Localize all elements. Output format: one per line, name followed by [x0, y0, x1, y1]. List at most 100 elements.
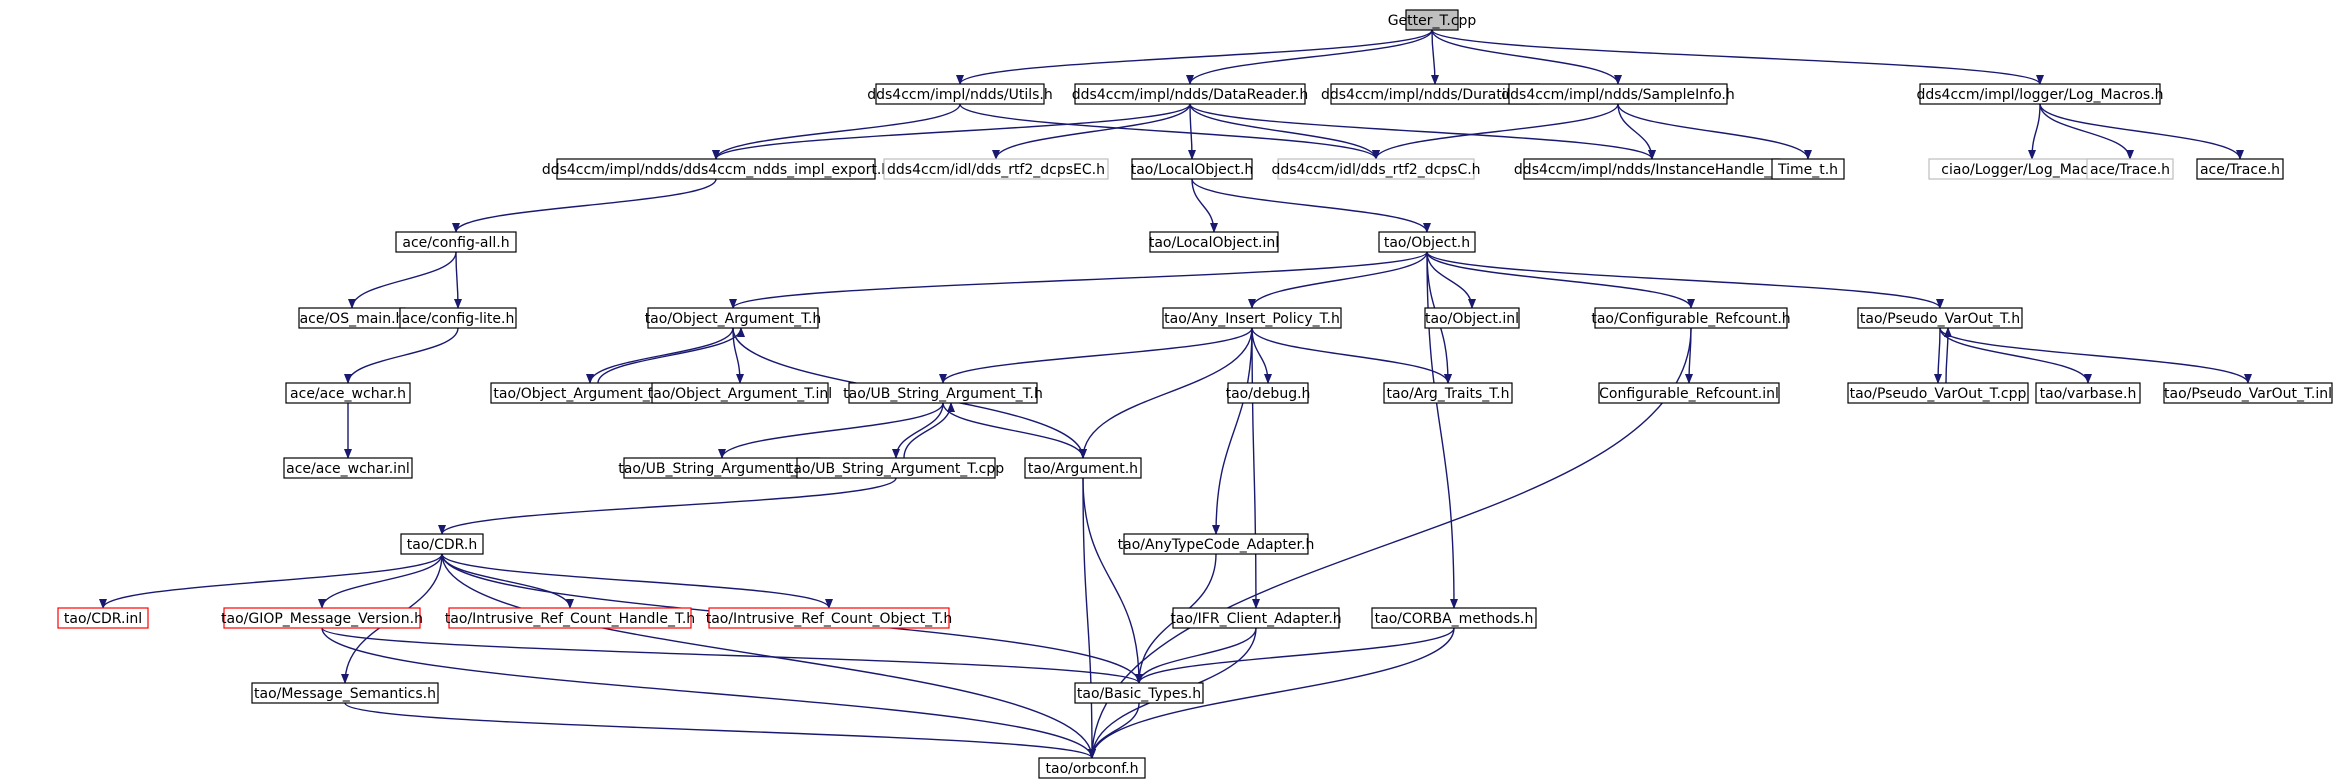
edge-argument_h-to-basic_types_h [1082, 477, 1143, 684]
node-object_argument_t_h[interactable]: tao/Object_Argument_T.h [645, 307, 822, 329]
node-label-ace_wchar_h: ace/ace_wchar.h [290, 386, 406, 402]
edge-message_semantics_h-to-orbconf_h [344, 702, 1096, 759]
node-configurable_refcount_h[interactable]: tao/Configurable_Refcount.h [1591, 307, 1791, 329]
node-label-dcpsc_h: dds4ccm/idl/dds_rtf2_dcpsC.h [1271, 162, 1480, 178]
edge-log_macros_h-to-ace_trace_black [2039, 103, 2244, 160]
node-basic_types_h[interactable]: tao/Basic_Types.h [1074, 682, 1204, 704]
node-varbase_h[interactable]: tao/varbase.h [2035, 382, 2141, 404]
node-box-config_lite_h [399, 307, 517, 329]
node-cdr_inl[interactable]: tao/CDR.inl [57, 607, 149, 629]
node-label-anytypecode_adapter_h: tao/AnyTypeCode_Adapter.h [1118, 537, 1315, 553]
node-box-ub_string_argument_t_h [848, 382, 1038, 404]
node-ub_string_argument_t_inl[interactable]: tao/UB_String_Argument_T.inl [618, 457, 826, 479]
edge-getter_t_cpp-to-utils_h [956, 29, 1433, 85]
edge-cdr_h-to-giop_message_version_h [318, 553, 443, 609]
node-localobject_h[interactable]: tao/LocalObject.h [1131, 158, 1254, 180]
edge-ub_string_argument_t_cpp-to-ub_string_argument_t_h [903, 402, 955, 459]
edge-log_macros_h-to-ciao_log_macros_h [2028, 103, 2041, 160]
node-intrusive_object_t_h[interactable]: tao/Intrusive_Ref_Count_Object_T.h [706, 607, 953, 629]
edge-cdr_h-to-intrusive_handle_t_h [441, 553, 574, 609]
node-label-object_h: tao/Object.h [1384, 235, 1470, 251]
edge-ifr_client_adapter_h-to-basic_types_h [1135, 627, 1257, 684]
node-box-datareader_h [1074, 83, 1306, 105]
node-config_all_h[interactable]: ace/config-all.h [395, 231, 517, 253]
node-label-pseudo_varout_t_h: tao/Pseudo_VarOut_T.h [1860, 311, 2020, 327]
node-box-argument_h [1024, 457, 1142, 479]
node-label-pseudo_varout_t_inl: tao/Pseudo_VarOut_T.inl [2164, 386, 2332, 402]
edge-ub_string_argument_t_h-to-argument_h [942, 402, 1087, 459]
node-box-sampleinfo_h [1508, 83, 1728, 105]
node-object_argument_t_inl[interactable]: tao/Object_Argument_T.inl [648, 382, 832, 404]
node-debug_h[interactable]: tao/debug.h [1226, 382, 1311, 404]
node-sampleinfo_h[interactable]: dds4ccm/impl/ndds/SampleInfo.h [1501, 83, 1735, 105]
edge-getter_t_cpp-to-duration_t_h [1430, 29, 1439, 85]
edge-config_all_h-to-os_main_h [348, 251, 457, 309]
node-ace_trace_gray: ace/Trace.h [2086, 158, 2174, 180]
node-object_h[interactable]: tao/Object.h [1378, 231, 1476, 253]
edge-basic_types_h-to-orbconf_h [1088, 702, 1140, 759]
node-corba_methods_h[interactable]: tao/CORBA_methods.h [1371, 607, 1537, 629]
node-getter_t_cpp[interactable]: Getter_T.cpp [1388, 9, 1477, 31]
edge-any_insert_policy_t_h-to-ifr_client_adapter_h [1251, 327, 1260, 609]
node-pseudo_varout_t_h[interactable]: tao/Pseudo_VarOut_T.h [1857, 307, 2023, 329]
node-cdr_h[interactable]: tao/CDR.h [400, 533, 484, 555]
node-box-basic_types_h [1074, 682, 1204, 704]
node-dcpsc_h: dds4ccm/idl/dds_rtf2_dcpsC.h [1271, 158, 1481, 180]
edge-any_insert_policy_t_h-to-ub_string_argument_t_h [939, 327, 1253, 384]
node-box-anytypecode_adapter_h [1123, 533, 1309, 555]
edge-getter_t_cpp-to-log_macros_h [1431, 29, 2044, 85]
node-dcpsec_h: dds4ccm/idl/dds_rtf2_dcpsEC.h [883, 158, 1109, 180]
node-box-pseudo_varout_t_h [1857, 307, 2023, 329]
node-impl_export_h[interactable]: dds4ccm/impl/ndds/dds4ccm_ndds_impl_expo… [542, 158, 890, 180]
node-box-cdr_h [400, 533, 484, 555]
node-box-pseudo_varout_t_inl [2163, 382, 2333, 404]
edge-cdr_h-to-cdr_inl [99, 553, 443, 609]
node-duration_t_h[interactable]: dds4ccm/impl/ndds/Duration_t.h [1321, 83, 1549, 105]
node-ace_wchar_h[interactable]: ace/ace_wchar.h [285, 382, 411, 404]
node-ifr_client_adapter_h[interactable]: tao/IFR_Client_Adapter.h [1170, 607, 1342, 629]
node-ub_string_argument_t_cpp[interactable]: tao/UB_String_Argument_T.cpp [788, 457, 1004, 479]
node-pseudo_varout_t_cpp[interactable]: tao/Pseudo_VarOut_T.cpp [1847, 382, 2029, 404]
edge-argument_h-to-orbconf_h [1082, 477, 1096, 759]
node-time_t_h[interactable]: Time_t.h [1771, 158, 1845, 180]
node-label-localobject_inl: tao/LocalObject.inl [1149, 235, 1279, 251]
node-label-getter_t_cpp: Getter_T.cpp [1388, 13, 1477, 29]
node-arg_traits_t_h[interactable]: tao/Arg_Traits_T.h [1383, 382, 1513, 404]
node-label-cdr_inl: tao/CDR.inl [64, 611, 142, 627]
node-message_semantics_h[interactable]: tao/Message_Semantics.h [251, 682, 439, 704]
node-label-message_semantics_h: tao/Message_Semantics.h [254, 686, 436, 702]
node-anytypecode_adapter_h[interactable]: tao/AnyTypeCode_Adapter.h [1118, 533, 1315, 555]
node-instancehandle_h[interactable]: dds4ccm/impl/ndds/InstanceHandle_t.h [1514, 158, 1790, 180]
node-os_main_h[interactable]: ace/OS_main.h [298, 307, 406, 329]
edge-object_h-to-pseudo_varout_t_h [1426, 251, 1944, 309]
edge-cdr_h-to-orbconf_h [441, 553, 1096, 759]
node-intrusive_handle_t_h[interactable]: tao/Intrusive_Ref_Count_Handle_T.h [445, 607, 695, 629]
node-label-dcpsec_h: dds4ccm/idl/dds_rtf2_dcpsEC.h [887, 162, 1105, 178]
node-datareader_h[interactable]: dds4ccm/impl/ndds/DataReader.h [1072, 83, 1308, 105]
node-box-ace_trace_gray [2086, 158, 2174, 180]
node-utils_h[interactable]: dds4ccm/impl/ndds/Utils.h [867, 83, 1053, 105]
edge-datareader_h-to-instancehandle_h [1189, 103, 1656, 160]
node-log_macros_h[interactable]: dds4ccm/impl/logger/Log_Macros.h [1916, 83, 2164, 105]
node-label-basic_types_h: tao/Basic_Types.h [1077, 686, 1201, 702]
node-argument_h[interactable]: tao/Argument.h [1024, 457, 1142, 479]
node-label-config_all_h: ace/config-all.h [402, 235, 509, 251]
node-ace_trace_black[interactable]: ace/Trace.h [2196, 158, 2284, 180]
nodes-layer: Getter_T.cpp dds4ccm/impl/ndds/Utils.h dds… [57, 9, 2333, 779]
node-localobject_inl[interactable]: tao/LocalObject.inl [1149, 231, 1279, 253]
edge-pseudo_varout_t_h-to-varbase_h [1939, 327, 2092, 384]
node-config_lite_h[interactable]: ace/config-lite.h [399, 307, 517, 329]
edge-giop_message_version_h-to-basic_types_h [321, 627, 1143, 684]
node-giop_message_version_h[interactable]: tao/GIOP_Message_Version.h [221, 607, 423, 629]
node-box-localobject_h [1131, 158, 1253, 180]
edge-pseudo_varout_t_h-to-pseudo_varout_t_inl [1939, 327, 2252, 384]
node-orbconf_h[interactable]: tao/orbconf.h [1038, 757, 1146, 779]
node-pseudo_varout_t_inl[interactable]: tao/Pseudo_VarOut_T.inl [2163, 382, 2333, 404]
node-object_inl[interactable]: tao/Object.inl [1424, 307, 1520, 329]
node-label-arg_traits_t_h: tao/Arg_Traits_T.h [1386, 386, 1509, 402]
node-ub_string_argument_t_h[interactable]: tao/UB_String_Argument_T.h [843, 382, 1043, 404]
node-configurable_refcount_inl[interactable]: Configurable_Refcount.inl [1598, 382, 1780, 404]
node-ace_wchar_inl[interactable]: ace/ace_wchar.inl [283, 457, 413, 479]
edge-datareader_h-to-dcpsec_h [992, 103, 1191, 160]
node-any_insert_policy_t_h[interactable]: tao/Any_Insert_Policy_T.h [1162, 307, 1342, 329]
